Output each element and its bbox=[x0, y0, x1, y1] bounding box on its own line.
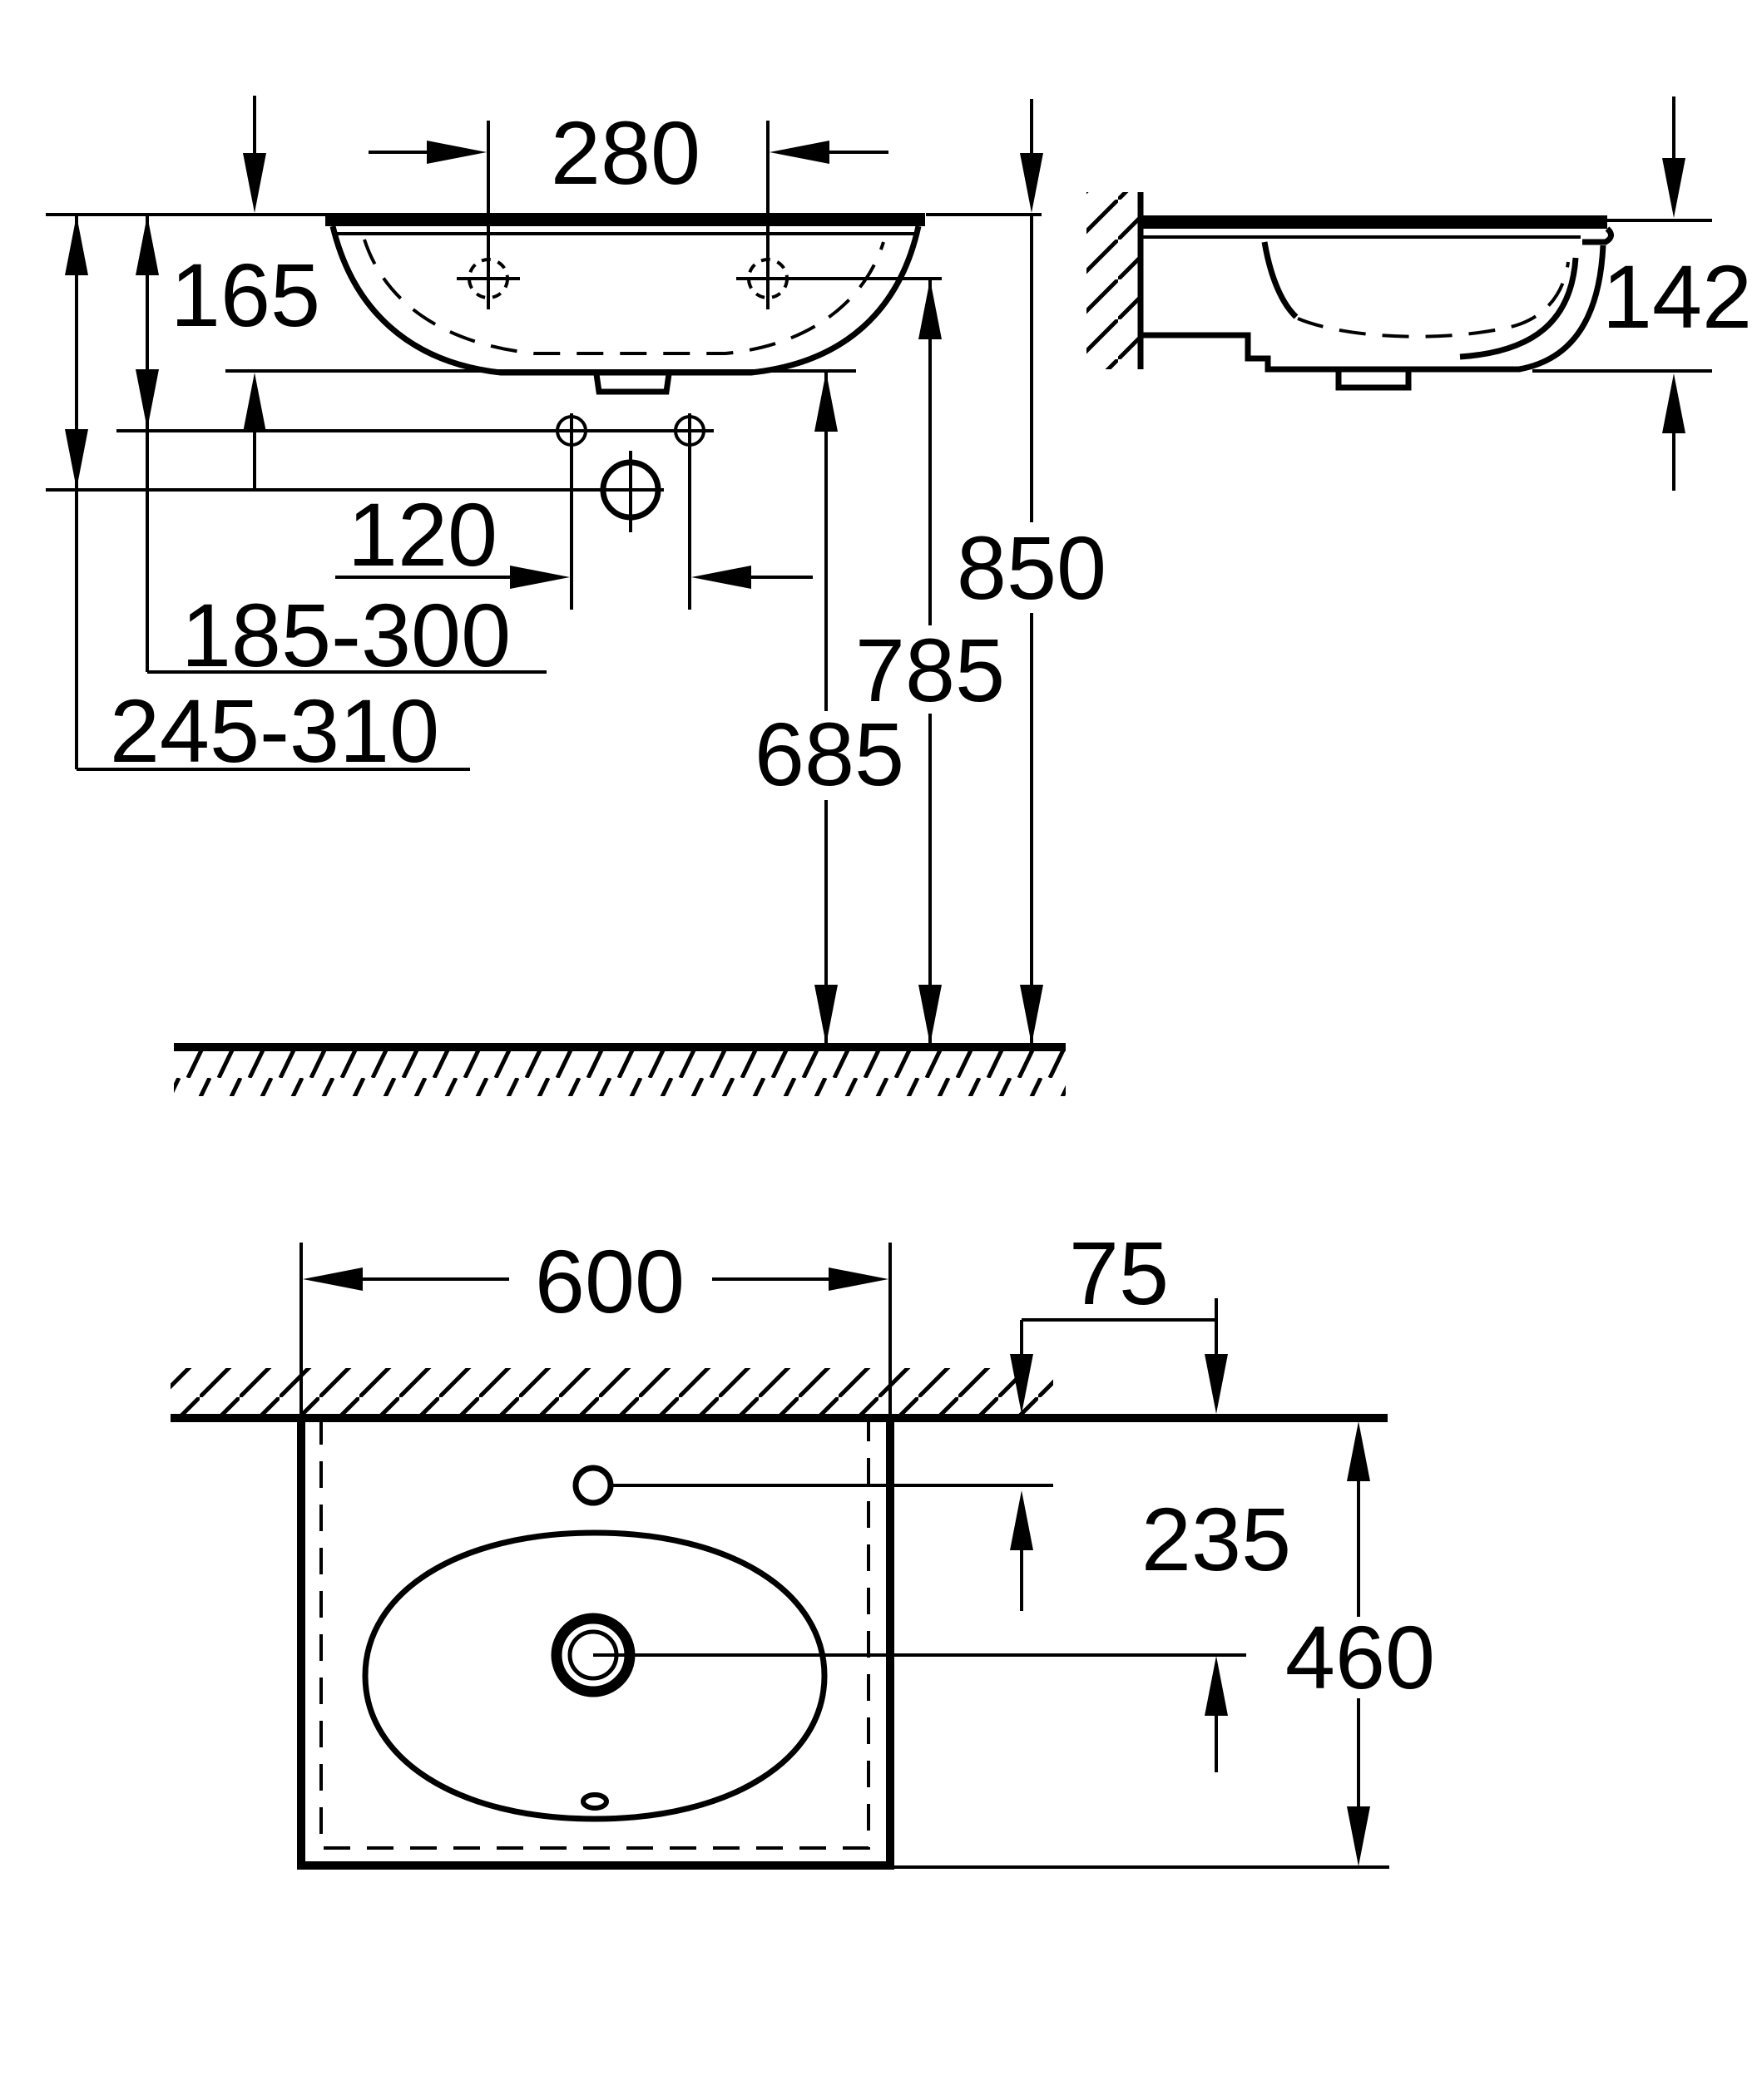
plan-tap-hole bbox=[572, 1465, 614, 1506]
arrowhead-up-icon bbox=[243, 373, 266, 432]
side-rim-lip bbox=[1582, 226, 1614, 245]
arrowhead-right-icon bbox=[829, 1267, 888, 1291]
arrowhead-up-icon bbox=[65, 215, 88, 275]
side-view: 142 bbox=[1086, 96, 1752, 491]
dim-label-142: 142 bbox=[1602, 246, 1752, 347]
arrowhead-down-icon bbox=[1205, 1354, 1228, 1414]
front-view: 280 165 185-300 245-310 bbox=[46, 96, 1106, 1096]
plan-view: 600 75 235 460 bbox=[171, 1223, 1435, 1870]
arrowhead-right-icon bbox=[510, 566, 570, 589]
dim-label-165: 165 bbox=[171, 245, 320, 345]
plan-overflow-hole bbox=[581, 1792, 609, 1811]
dim-label-785: 785 bbox=[855, 620, 1005, 720]
dim-600: 600 bbox=[299, 1231, 892, 1418]
side-bowl-inner-left bbox=[1261, 241, 1299, 319]
side-body-outline bbox=[1143, 245, 1606, 373]
side-wall-hatch bbox=[1086, 192, 1139, 369]
arrowhead-right-icon bbox=[427, 141, 487, 164]
side-bowl-hidden-edge bbox=[1297, 261, 1570, 338]
side-bowl-inner-right bbox=[1459, 257, 1579, 360]
dim-185-300: 185-300 bbox=[136, 215, 547, 685]
arrowhead-left-icon bbox=[303, 1267, 363, 1291]
arrowhead-up-icon bbox=[1010, 1490, 1033, 1550]
dim-280: 280 bbox=[369, 102, 888, 203]
arrowhead-down-icon bbox=[65, 429, 88, 489]
dim-label-685: 685 bbox=[755, 704, 904, 804]
dim-460: 460 bbox=[1285, 1421, 1435, 1866]
dim-label-75: 75 bbox=[1069, 1223, 1169, 1323]
floor-hatch bbox=[174, 1051, 1066, 1096]
dim-label-460: 460 bbox=[1285, 1607, 1435, 1707]
dim-142: 142 bbox=[1532, 96, 1752, 491]
arrowhead-up-icon bbox=[918, 279, 942, 339]
arrowhead-down-icon bbox=[1020, 153, 1043, 213]
dim-785: 785 bbox=[855, 279, 1005, 1045]
side-drain-stub bbox=[1335, 369, 1412, 391]
dim-850: 850 bbox=[957, 99, 1106, 1045]
arrowhead-down-icon bbox=[243, 153, 266, 213]
arrowhead-up-icon bbox=[814, 372, 838, 432]
dim-235: 235 bbox=[1141, 1298, 1291, 1772]
dim-75: 75 bbox=[1010, 1223, 1216, 1611]
arrowhead-up-icon bbox=[1662, 373, 1685, 433]
dim-685: 685 bbox=[755, 372, 904, 1045]
dim-label-280: 280 bbox=[551, 102, 700, 203]
front-bowl-outline bbox=[329, 225, 922, 376]
dim-165: 165 bbox=[171, 96, 320, 489]
arrowhead-up-icon bbox=[1347, 1421, 1370, 1481]
plan-bowl-outline bbox=[362, 1529, 828, 1822]
dim-label-185-300: 185-300 bbox=[181, 585, 511, 685]
arrowhead-up-icon bbox=[136, 215, 159, 275]
plan-hidden-outline bbox=[319, 1418, 870, 1850]
dim-label-120: 120 bbox=[348, 484, 497, 585]
front-drain-stub bbox=[593, 373, 672, 395]
dim-label-850: 850 bbox=[957, 517, 1106, 618]
arrowhead-up-icon bbox=[1205, 1656, 1228, 1716]
arrowhead-down-icon bbox=[1020, 985, 1043, 1045]
front-rim-bar bbox=[325, 213, 925, 226]
side-rim-bar bbox=[1143, 215, 1607, 229]
arrowhead-down-icon bbox=[136, 369, 159, 429]
arrowhead-down-icon bbox=[1010, 1354, 1033, 1414]
dim-label-600: 600 bbox=[535, 1231, 685, 1332]
arrowhead-left-icon bbox=[691, 566, 751, 589]
arrowhead-down-icon bbox=[1347, 1806, 1370, 1866]
plan-wall-hatch bbox=[171, 1368, 1053, 1414]
front-bowl-hidden-edge bbox=[363, 239, 885, 355]
arrowhead-down-icon bbox=[918, 985, 942, 1045]
dim-120: 120 bbox=[335, 484, 813, 589]
dim-label-245-310: 245-310 bbox=[110, 680, 439, 781]
arrowhead-left-icon bbox=[770, 141, 829, 164]
arrowhead-down-icon bbox=[1662, 158, 1685, 218]
arrowhead-down-icon bbox=[814, 985, 838, 1045]
dim-label-235: 235 bbox=[1141, 1489, 1291, 1589]
dim-245-310: 245-310 bbox=[65, 215, 470, 781]
front-floor bbox=[174, 1043, 1066, 1096]
